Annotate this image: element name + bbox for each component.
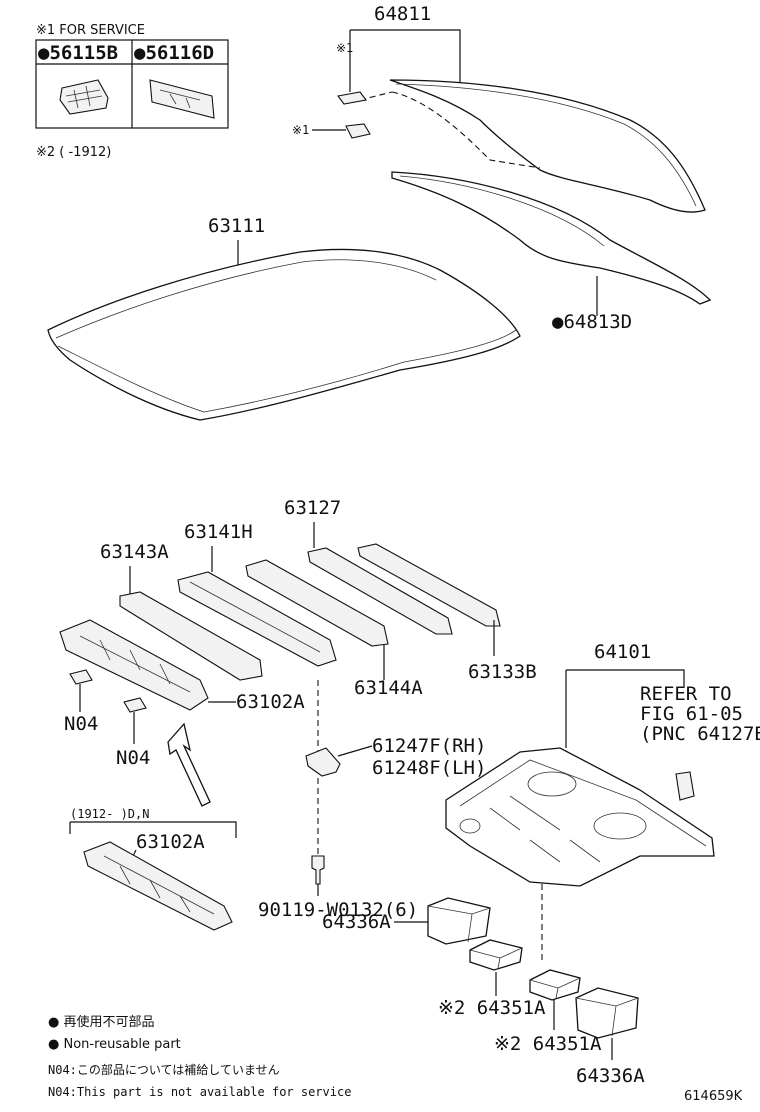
refer-fig: FIG 61-05 [640,703,743,725]
service-note: ※1 FOR SERVICE [36,23,145,38]
front-header-panel-alt [83,841,233,931]
n04-pad-a [69,669,93,685]
glass-clip-upper [337,91,367,105]
label-n04-a[interactable]: N04 [64,713,98,735]
label-64813d[interactable]: ●64813D [552,311,632,333]
pad-64336a-2 [575,987,639,1039]
bolt [311,855,325,885]
service-part-56116d[interactable]: ●56116D [134,42,214,64]
label-64336a-2[interactable]: 64336A [576,1065,645,1087]
clip-56115b-drawing [59,79,109,115]
refer-pnc: (PNC 64127B) [640,723,760,745]
label-64336a-1[interactable]: 64336A [322,911,391,933]
front-header-panel [59,619,209,711]
label-n04-b[interactable]: N04 [116,747,150,769]
label-63133b[interactable]: 63133B [468,661,537,683]
n04-pad-b [123,697,147,713]
label-64101[interactable]: 64101 [594,641,651,663]
legend-jp-nonreusable: ● 再使用不可部品 [48,1014,154,1030]
label-63102a-1[interactable]: 63102A [236,691,305,713]
label-63143a[interactable]: 63143A [100,541,169,563]
arrow-up [167,722,211,807]
mark-1-a: ※1 [336,41,353,55]
label-64351a-1[interactable]: ※2 64351A [438,997,546,1019]
label-61248f[interactable]: 61248F(LH) [372,757,486,779]
label-64811[interactable]: 64811 [374,3,431,25]
roof-bow-63133b [357,543,501,627]
roof-panel [47,248,521,421]
refer-to: REFER TO [640,683,732,705]
weatherstrip [391,171,712,305]
roof-bow-63143a [119,591,263,681]
roof-bow-63144a [245,559,389,647]
label-63111[interactable]: 63111 [208,215,265,237]
glass-clip-lower [345,123,371,139]
pad-64351a-2 [529,969,581,1001]
legend-en-nonreusable: ● Non-reusable part [48,1037,181,1052]
rear-tray-clip [675,771,695,801]
label-90119-w0132[interactable]: 90119-W0132(6) [258,899,418,921]
service-box [35,39,229,129]
label-64351a-2[interactable]: ※2 64351A [494,1033,602,1055]
back-window-glass [389,79,706,213]
pad-64351a-1 [469,939,523,971]
roof-bow-63127 [307,547,453,635]
label-63127[interactable]: 63127 [284,497,341,519]
rear-package-tray [445,747,715,887]
label-63144a[interactable]: 63144A [354,677,423,699]
label-61247f[interactable]: 61247F(RH) [372,735,486,757]
roof-bow-63141h [177,571,337,667]
range-note: (1912- )D,N [70,807,149,821]
roof-bracket [305,747,341,777]
mark-1-b: ※1 [292,123,309,137]
service-part-56115b[interactable]: ●56115B [38,42,118,64]
legend-en-n04: N04:This part is not available for servi… [48,1085,351,1099]
label-63102a-2[interactable]: 63102A [136,831,205,853]
legend-jp-n04: N04:この部品については補給していません [48,1062,280,1077]
pad-64336a-1 [427,897,491,945]
label-63141h[interactable]: 63141H [184,521,253,543]
note-2: ※2 ( -1912) [36,145,111,160]
bracket-56116d-drawing [149,79,215,119]
figure-id: 614659K [684,1089,743,1104]
